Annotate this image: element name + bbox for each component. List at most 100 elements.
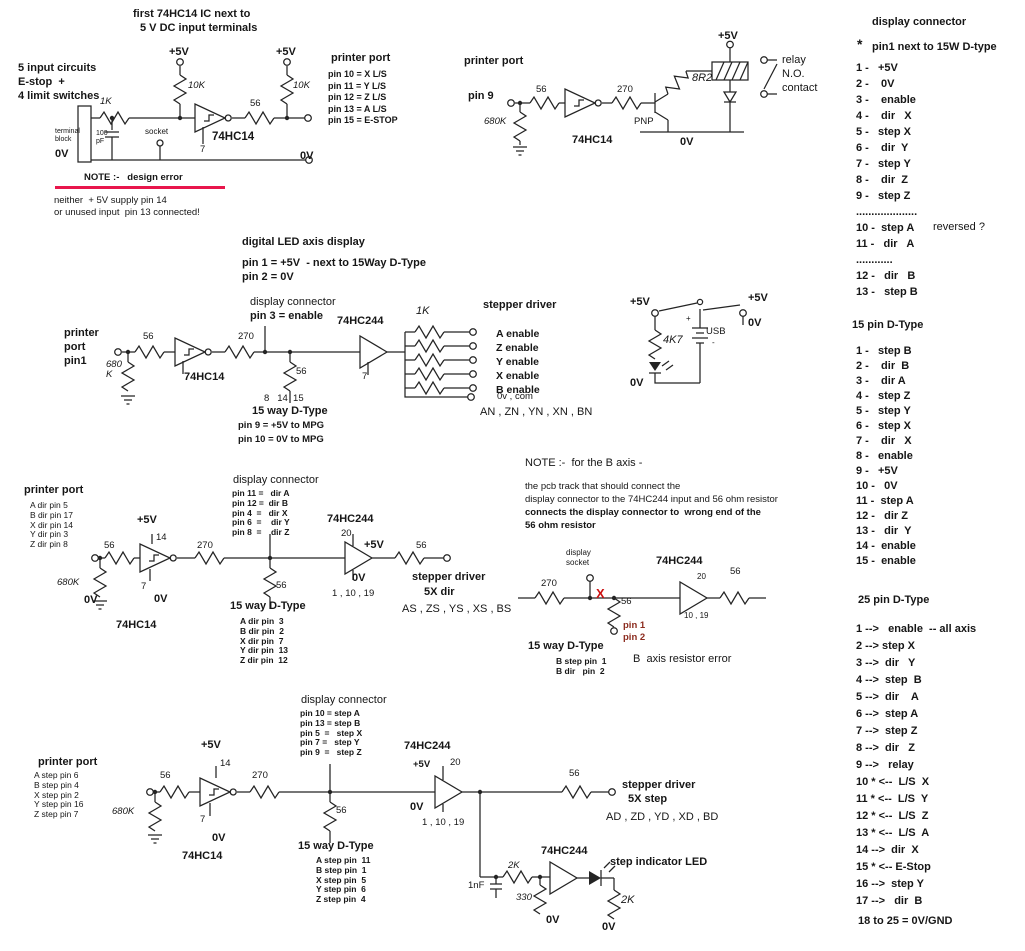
printer-port-pin: B step pin 4 <box>34 779 79 790</box>
printer-port-pin: pin 11 = Y L/S <box>328 80 386 91</box>
s3-resistor-270: 270 <box>238 331 254 342</box>
d15-pin-row: 12 - dir Z <box>856 510 908 522</box>
usb-label: USB <box>706 326 726 337</box>
s6-resistor-680k: 680K <box>112 806 135 817</box>
s3-mpg-pin9: pin 9 = +5V to MPG <box>238 420 325 431</box>
d15-pin-row: 7 - dir X <box>856 435 912 447</box>
s1-inputs-line3: 4 limit switches <box>18 90 100 102</box>
dtype-pin: B step pin 1 <box>556 656 607 666</box>
s6-ic-74hc14: 74HC14 <box>182 850 223 862</box>
dtype-pin: Y dir pin 13 <box>240 645 289 656</box>
s1-pin7-label: 7 <box>200 144 206 155</box>
s1-design-error-note: NOTE :- design error <box>84 172 183 183</box>
s3-0v-com-label: 0v , com <box>497 391 533 402</box>
printer-port-pin: X dir pin 14 <box>30 519 73 530</box>
display-connector-pin-row: 9 - step Z <box>856 190 911 202</box>
s2-resistor-8r2: 8R2 <box>692 72 713 84</box>
s6-printer-port-heading: printer port <box>38 756 98 768</box>
s4-printer-port-heading: printer port <box>24 484 84 496</box>
s4-resistor-56c: 56 <box>416 540 427 551</box>
s2-no-label: N.O. <box>782 68 805 80</box>
d25-pin-row: 7 --> step Z <box>856 725 918 737</box>
s5-resistor-56: 56 <box>621 596 632 607</box>
s5-pins-10-19: 10 , 19 <box>684 611 709 620</box>
display-connector-pin-row: 12 - dir B <box>856 270 916 282</box>
s4-5v-label: +5V <box>137 514 157 526</box>
printer-port-pin: X step pin 2 <box>34 789 79 800</box>
s4-resistor-680k: 680K <box>57 577 80 588</box>
s2-resistor-680k: 680K <box>484 116 507 127</box>
s6-0v-led-left: 0V <box>546 914 560 926</box>
s2-resistor-270: 270 <box>617 84 633 95</box>
s3-ic-74hc244: 74HC244 <box>337 315 384 327</box>
s2-circuit <box>507 40 778 156</box>
s4-0v-680k: 0V <box>84 594 98 606</box>
s3-resistor-56a: 56 <box>143 331 154 342</box>
s4-ic-74hc244: 74HC244 <box>327 513 374 525</box>
d25-pin-row: 15 * <-- E-Stop <box>856 861 931 873</box>
usb-5v-left: +5V <box>630 296 650 308</box>
s5-resistor-56b: 56 <box>730 566 741 577</box>
display-connector-pin-row: 11 - dir A <box>856 238 915 250</box>
s1-terminal-block-label: terminal block <box>55 128 80 143</box>
printer-port-pin: Z dir pin 8 <box>30 539 68 550</box>
usb-minus-mark: - <box>712 338 715 347</box>
usb-5v-right: +5V <box>748 292 768 304</box>
d25-pin-row: 17 --> dir B <box>856 895 923 907</box>
printer-port-pin: Y dir pin 3 <box>30 529 69 540</box>
s2-resistor-56: 56 <box>536 84 547 95</box>
s3-resistor-680k: 680 K <box>106 359 122 380</box>
s2-pnp-label: PNP <box>634 116 654 127</box>
s5-display-socket-label: display socket <box>566 548 591 567</box>
s2-pin9-label: pin 9 <box>468 90 494 102</box>
display-connector-pin: pin 12 = dir B <box>232 497 288 508</box>
d25-heading: 25 pin D-Type <box>858 594 930 606</box>
s6-pin20-label: 20 <box>450 757 461 768</box>
printer-port-pin: A step pin 6 <box>34 770 79 780</box>
d25-pin-row: 3 --> dir Y <box>856 657 916 669</box>
usb-0v-bottom: 0V <box>630 377 644 389</box>
d15-pin-row: 3 - dir A <box>856 375 906 387</box>
s5-pin2-label: pin 2 <box>623 632 646 643</box>
d15-pin-row: 9 - +5V <box>856 465 898 477</box>
display-connector-heading: display connector <box>872 16 967 28</box>
s3-pin3-enable-label: pin 3 = enable <box>250 310 324 322</box>
s5-note-line4: connects the display connector to wrong … <box>525 507 761 518</box>
d25-pin-row: 6 --> step A <box>856 708 919 720</box>
s4-display-connector-label: display connector <box>233 474 319 486</box>
s1-heading-line1: first 74HC14 IC next to <box>133 8 251 20</box>
display-connector-pin-row: 5 - step X <box>856 126 912 138</box>
s4-circuit <box>91 534 451 610</box>
dtype-pin: X dir pin 7 <box>240 635 284 646</box>
printer-port-pin: pin 15 = E-STOP <box>328 115 398 125</box>
s6-5v-buffer: +5V <box>413 759 431 770</box>
s1-circuit <box>77 58 313 164</box>
printer-port-pin: A dir pin 5 <box>30 500 68 510</box>
asterisk-mark: * <box>857 36 863 52</box>
s6-5v-label: +5V <box>201 739 221 751</box>
s1-resistor-10k-b: 10K <box>293 80 310 91</box>
d15-pin-row: 6 - step X <box>856 420 912 432</box>
s6-0v-led-right: 0V <box>602 921 616 933</box>
s3-printer-port-pin1: printer port pin1 <box>64 327 99 367</box>
dtype-pin: B dir pin 2 <box>240 625 284 636</box>
s6-pin14-label: 14 <box>220 758 231 769</box>
dtype-pin: B step pin 1 <box>316 864 367 875</box>
s5-note-heading: NOTE :- for the B axis - <box>525 457 643 469</box>
s4-0v-gate: 0V <box>154 593 168 605</box>
printer-port-pin: pin 10 = X L/S <box>328 69 387 79</box>
dtype-pin: Z step pin 4 <box>316 894 366 905</box>
s4-signal-names: AS , ZS , YS , XS , BS <box>402 603 512 615</box>
enable-line: A enable <box>496 328 540 340</box>
usb-circuit <box>648 298 747 384</box>
s6-15way-heading: 15 way D-Type <box>298 840 374 852</box>
s1-5v-label-a: +5V <box>169 46 189 58</box>
s1-note-line2: neither + 5V supply pin 14 <box>54 195 167 206</box>
s4-resistor-56a: 56 <box>104 540 115 551</box>
